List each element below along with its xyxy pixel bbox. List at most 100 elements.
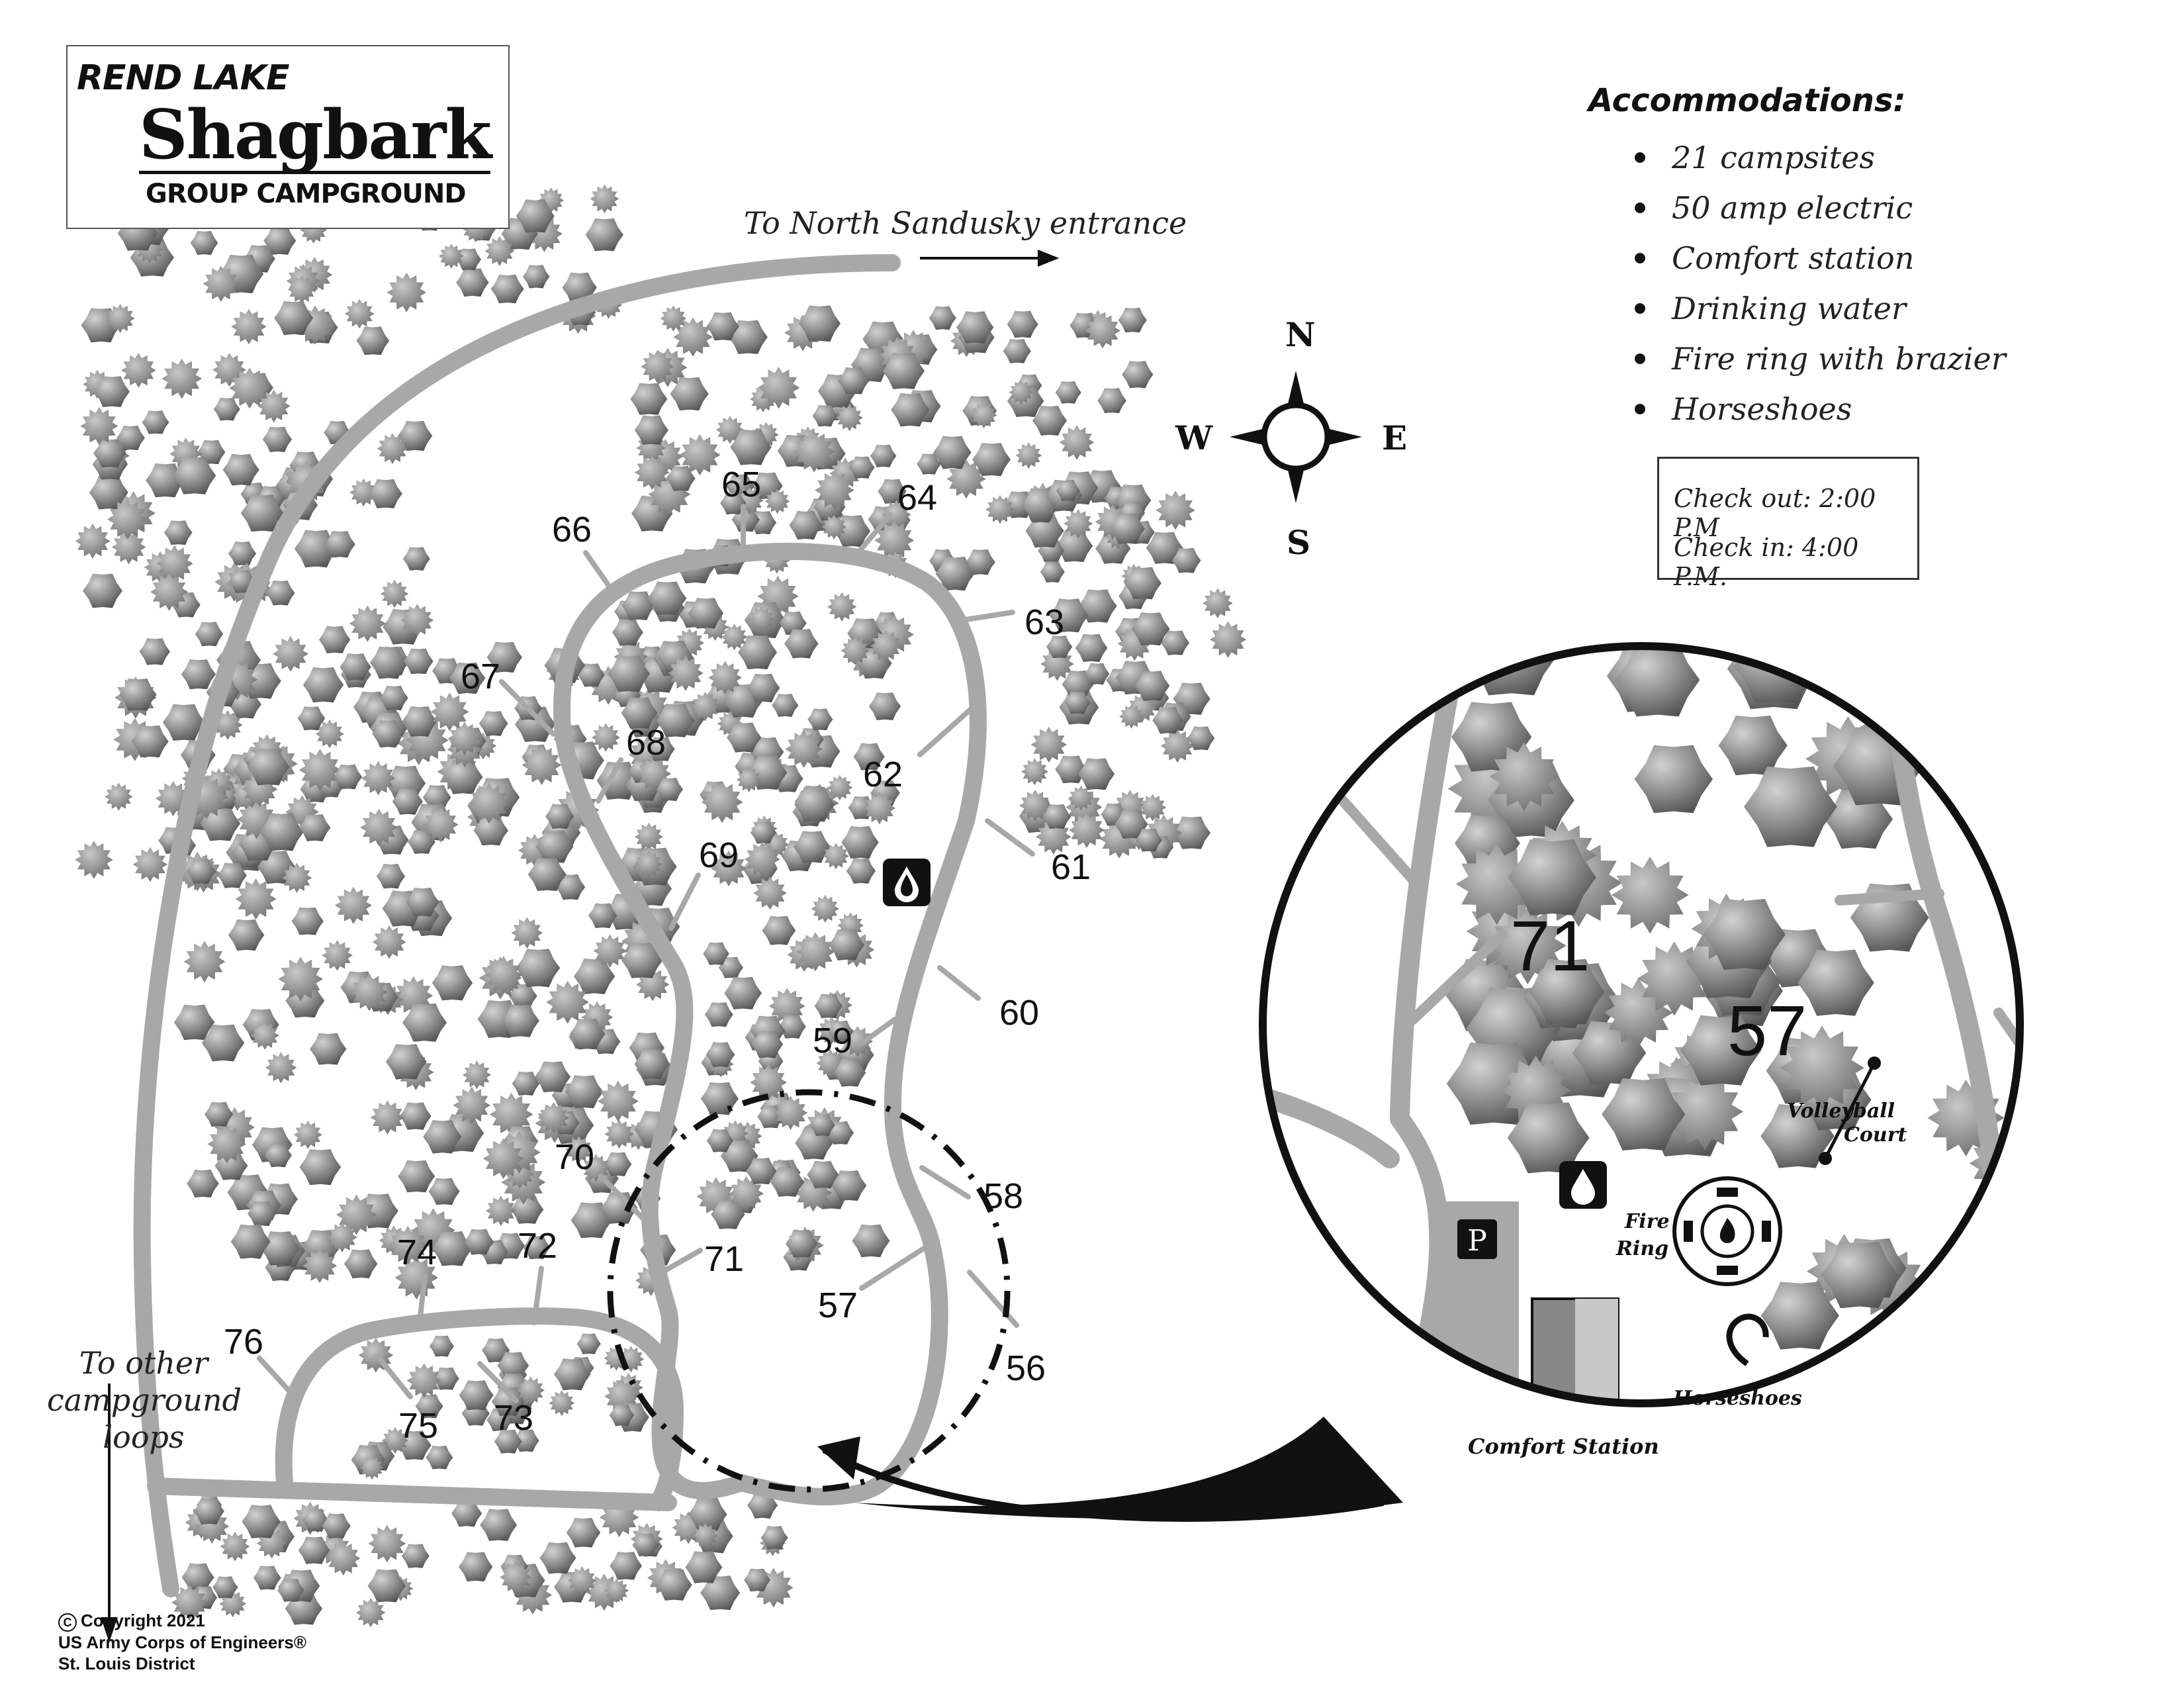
tree-icon	[80, 407, 118, 445]
tree-icon	[656, 704, 695, 737]
tree-icon	[439, 244, 464, 269]
tree-icon	[812, 404, 838, 427]
tree-icon	[929, 306, 956, 330]
tree-icon	[107, 498, 148, 539]
tree-icon	[814, 994, 843, 1019]
tree-icon	[882, 500, 911, 530]
tree-icon	[1615, 646, 1700, 717]
direction-arrows	[101, 250, 1060, 1643]
tree-icon	[379, 685, 408, 711]
tree-icon	[1021, 758, 1048, 786]
tree-icon	[93, 439, 126, 468]
tree-icon	[827, 774, 853, 801]
tree-icon	[1115, 810, 1148, 839]
compass-east: E	[1382, 418, 1408, 457]
tree-icon	[200, 806, 241, 841]
tree-icon	[688, 1497, 727, 1532]
accommodation-item: Horseshoes	[1635, 384, 2006, 434]
tree-icon	[833, 1058, 866, 1087]
tree-icon	[1984, 1196, 2020, 1256]
tree-icon	[265, 1052, 297, 1084]
tree-icon	[1056, 530, 1093, 562]
outer-loop	[553, 542, 987, 1506]
tree-icon	[2015, 1014, 2020, 1079]
tree-icon	[1097, 388, 1126, 414]
copyright-line-3: St. Louis District	[58, 1654, 195, 1673]
tree-icon	[744, 1568, 771, 1592]
tree-icon	[807, 708, 833, 731]
tree-icon	[1988, 704, 2020, 765]
tree-icon	[794, 786, 835, 822]
tree-icon	[2043, 800, 2113, 861]
tree-icon	[1009, 380, 1033, 404]
inset-site-57: 57	[1727, 990, 1807, 1070]
tree-icon	[195, 622, 224, 647]
tree-icon	[798, 305, 841, 342]
tree-icon	[212, 1576, 238, 1599]
tree-icon	[870, 630, 902, 662]
tree-icon	[402, 706, 437, 737]
tree-icon	[181, 1563, 214, 1591]
tree-icon	[749, 606, 774, 632]
tree-icon	[491, 1387, 525, 1417]
compass-south: S	[1287, 523, 1311, 562]
tree-icon	[469, 782, 510, 824]
site-label-74: 74	[397, 1233, 437, 1272]
tree-icon	[459, 1552, 493, 1582]
tree-icon	[720, 1139, 758, 1172]
tree-icon	[322, 1513, 351, 1539]
compass-west: W	[1175, 418, 1213, 457]
tree-icon	[2059, 1109, 2120, 1170]
tree-icon	[426, 1445, 453, 1470]
tree-icon	[853, 743, 885, 771]
tree-icon	[1062, 670, 1094, 698]
volleyball-court-icon	[1819, 1056, 1881, 1165]
tree-icon	[778, 1015, 806, 1039]
tree-icon	[891, 393, 930, 427]
tree-icon	[690, 692, 720, 722]
tree-icon	[728, 320, 768, 354]
tree-icon	[385, 1044, 427, 1080]
tree-icon	[828, 1020, 854, 1043]
tree-icon	[785, 730, 823, 768]
tree-icon	[747, 1492, 778, 1519]
tree-icon	[588, 903, 617, 928]
tree-icon	[679, 434, 721, 476]
inset-connector	[854, 1417, 1403, 1519]
tree-icon	[510, 1195, 544, 1224]
tree-icon	[727, 722, 762, 753]
tree-icon	[360, 808, 398, 847]
zoom-highlight-circle	[607, 1089, 1011, 1493]
tree-icon	[779, 611, 807, 635]
tree-icon	[688, 598, 724, 629]
tree-icon	[490, 274, 524, 304]
tree-icon	[181, 659, 216, 690]
tree-icon	[253, 1566, 281, 1590]
tree-icon	[1451, 646, 1517, 668]
tree-icon	[1122, 361, 1154, 389]
tree-icon	[355, 1597, 386, 1628]
site-label-57: 57	[818, 1286, 858, 1325]
tree-icon	[738, 635, 778, 670]
tree-icon	[324, 531, 355, 558]
tree-icon	[753, 876, 787, 910]
tree-icon	[335, 886, 372, 924]
tree-icon	[811, 894, 839, 923]
tree-icon	[1056, 480, 1080, 502]
title-box: REND LAKE Shagbark GROUP CAMPGROUND	[66, 45, 510, 229]
accommodation-item: Comfort station	[1635, 233, 2006, 283]
horseshoe-icon	[1726, 1313, 1769, 1366]
tree-icon	[399, 1102, 432, 1130]
tree-icon	[376, 864, 406, 889]
tree-icon	[516, 949, 561, 988]
tree-icon	[235, 878, 277, 920]
tree-icon	[656, 1569, 692, 1601]
tree-icon	[846, 858, 876, 884]
tree-icon	[604, 1152, 632, 1176]
tree-icon	[340, 653, 371, 680]
tree-icon	[162, 704, 205, 741]
site-label-67: 67	[461, 657, 500, 696]
tree-icon	[164, 520, 193, 545]
tree-icon	[565, 1136, 593, 1164]
tree-icon	[1821, 1241, 1898, 1309]
